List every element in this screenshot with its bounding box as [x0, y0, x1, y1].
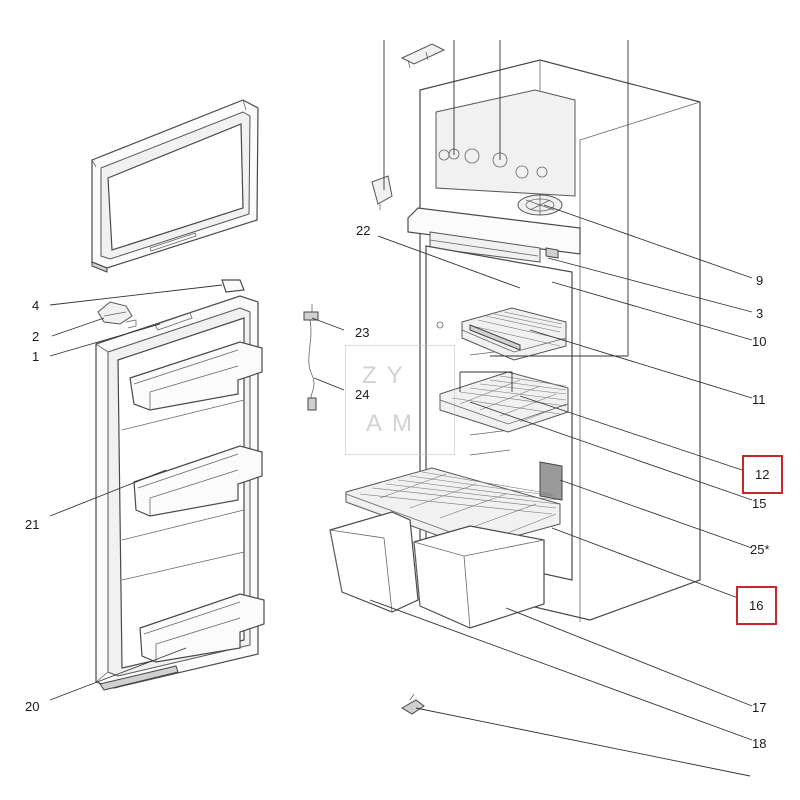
callout-20: 20: [25, 699, 40, 714]
watermark-box: [345, 345, 455, 455]
callout-10: 10: [752, 334, 767, 349]
callout-18: 18: [752, 736, 767, 751]
callout-23: 23: [355, 325, 370, 340]
callout-24: 24: [355, 387, 370, 402]
callout-15: 15: [752, 496, 767, 511]
callout-22: 22: [356, 223, 371, 238]
callout-21: 21: [25, 517, 40, 532]
callout-11: 11: [752, 392, 766, 407]
leader-lines: [49, 40, 753, 777]
watermark-row1: ZY: [362, 362, 413, 389]
callout-9: 9: [756, 273, 764, 288]
freezer-door: [91, 99, 259, 273]
watermark-row2: AM: [366, 410, 422, 437]
callout-3: 3: [756, 306, 764, 321]
callout-25: 25*: [750, 542, 770, 557]
callout-16: 16: [736, 586, 778, 625]
callout-17: 17: [752, 700, 767, 715]
callout-4: 4: [32, 298, 40, 313]
callout-12: 12: [742, 455, 784, 494]
callout-2: 2: [32, 329, 40, 344]
callout-1: 1: [32, 349, 40, 364]
door-hinge-parts: [97, 279, 245, 329]
cabinet: [329, 59, 701, 715]
fridge-door: [95, 295, 265, 691]
top-hinge: [371, 43, 446, 210]
